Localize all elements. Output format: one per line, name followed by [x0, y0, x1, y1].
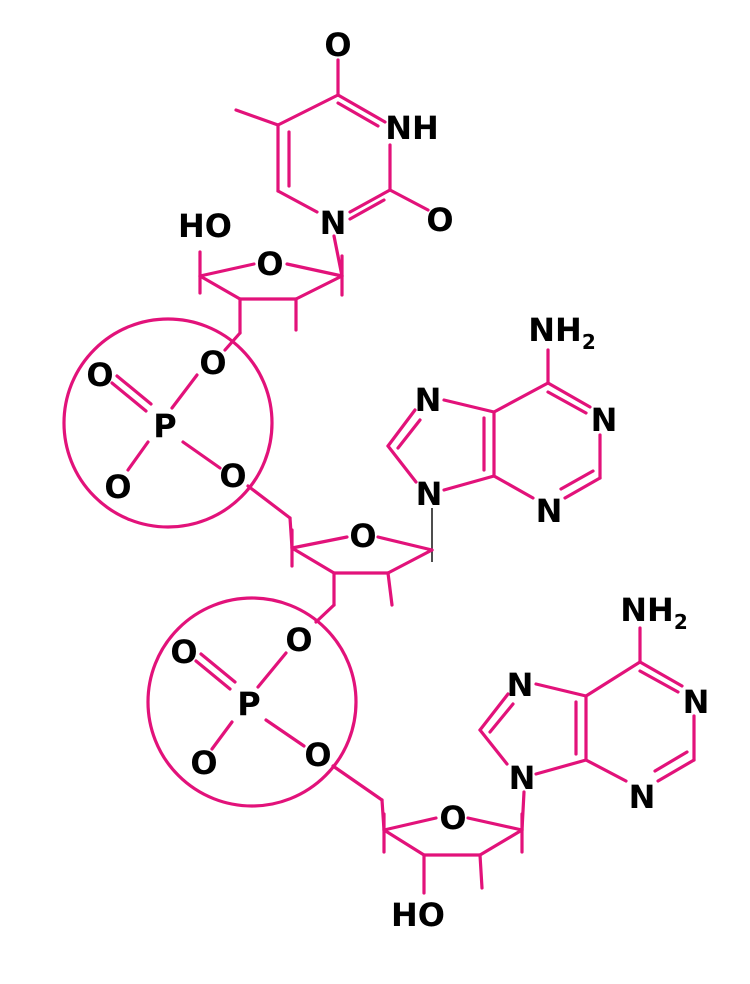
phosphate1-o-ester-bottom-label: O	[219, 457, 246, 495]
thymine-nh-label: NH	[385, 109, 439, 147]
adenine2-n9-label: N	[509, 759, 536, 797]
adenine2-n7-label: N	[507, 666, 534, 704]
adenine-base-1: NH2 N N N N	[386, 311, 618, 562]
adenine2-n1-label: N	[683, 683, 710, 721]
phosphate-group-2: O O P O O	[146, 596, 384, 808]
phosphate2-o-ester-bottom-label: O	[304, 736, 331, 774]
sugar2-ring-o-label: O	[349, 517, 376, 555]
sugar-1: HO O	[178, 207, 344, 352]
adenine1-nh2-label: NH2	[528, 311, 595, 354]
sugar-3: O HO	[380, 798, 524, 934]
thymine-o4-label: O	[324, 26, 351, 64]
sugar3-ho-label: HO	[391, 896, 445, 934]
phosphate2-o-minus-label: O	[190, 744, 217, 782]
adenine1-n9-label: N	[416, 475, 443, 513]
phosphate1-p-label: P	[153, 407, 176, 445]
phosphate1-o-double-label: O	[86, 356, 113, 394]
adenine2-n3-label: N	[629, 778, 656, 816]
phosphate-2-highlight-circle	[146, 596, 358, 808]
sugar1-ring-o-label: O	[256, 245, 283, 283]
thymine-o2-label: O	[426, 201, 453, 239]
adenine2-nh2-label: NH2	[620, 591, 687, 634]
thymine-base: O NH O N	[234, 26, 454, 278]
phosphate-1-highlight-circle	[62, 317, 274, 529]
phosphate1-o-ester-top-label: O	[199, 344, 226, 382]
phosphate2-p-label: P	[237, 685, 260, 723]
adenine1-n7-label: N	[415, 381, 442, 419]
sugar-2: O	[288, 516, 434, 624]
sugar1-ho-label: HO	[178, 207, 232, 245]
phosphate-group-1: O O P O O	[62, 317, 292, 529]
adenine-base-2: NH2 N N N N	[478, 591, 710, 832]
phosphate2-o-ester-top-label: O	[285, 621, 312, 659]
phosphate2-o-double-label: O	[170, 633, 197, 671]
adenine1-n1-label: N	[591, 401, 618, 439]
thymine-n1-label: N	[320, 204, 347, 242]
phosphate1-o-minus-label: O	[104, 468, 131, 506]
sugar3-ring-o-label: O	[439, 799, 466, 837]
adenine1-n3-label: N	[536, 492, 563, 530]
